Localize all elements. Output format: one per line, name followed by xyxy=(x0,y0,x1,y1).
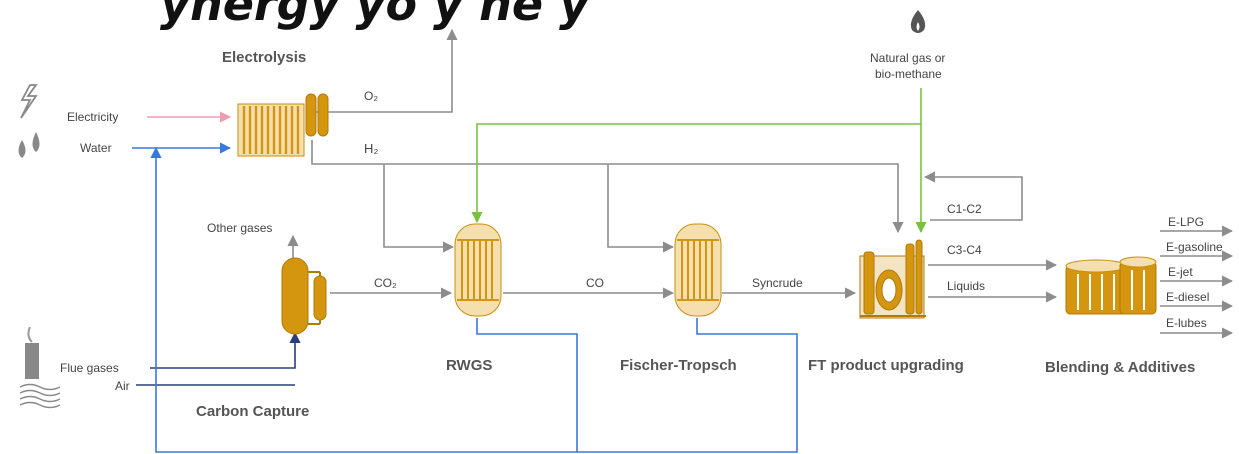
ft-upgrading-label: FT product upgrading xyxy=(808,357,964,374)
product-label: E-LPG xyxy=(1168,215,1204,229)
water-drops-icon xyxy=(18,132,40,158)
o2-flow xyxy=(308,28,458,113)
ft-upgrading-unit xyxy=(859,239,926,319)
air-label: Air xyxy=(115,379,130,393)
fischer-tropsch-label: Fischer-Tropsch xyxy=(620,357,737,374)
h2-label: H₂ xyxy=(364,141,378,156)
electrolyzer-unit xyxy=(237,93,329,157)
flue-gases-label: Flue gases xyxy=(60,361,119,375)
rwgs-label: RWGS xyxy=(446,357,492,374)
h2-to-ft xyxy=(607,164,675,253)
blending-tanks xyxy=(1065,256,1157,315)
co2-label: CO₂ xyxy=(374,276,397,290)
electrolysis-label: Electrolysis xyxy=(222,49,306,66)
c3c4-label: C3-C4 xyxy=(947,243,982,257)
electricity-label: Electricity xyxy=(67,110,118,124)
water-recycle-rwgs xyxy=(150,146,578,453)
other-gases-label: Other gases xyxy=(207,221,272,235)
natural-gas-to-rwgs xyxy=(471,123,921,224)
liquids-label: Liquids xyxy=(947,279,985,293)
natural-gas-label-line1: Natural gas or xyxy=(870,51,945,65)
product-label: E-gasoline xyxy=(1166,240,1223,254)
co-label: CO xyxy=(586,276,604,290)
rwgs-reactor xyxy=(454,223,502,317)
h2-to-rwgs xyxy=(383,164,455,253)
carbon-capture-label: Carbon Capture xyxy=(196,403,309,420)
o2-label: O₂ xyxy=(364,89,378,103)
product-label: E-diesel xyxy=(1166,290,1209,304)
flue-gases-flow xyxy=(150,331,301,369)
h2-flow xyxy=(311,140,904,234)
water-recycle-ft xyxy=(577,318,798,453)
lightning-icon xyxy=(20,84,38,119)
carbon-capture-unit xyxy=(281,257,327,335)
title-fragment: ynergy yo y ne y xyxy=(160,0,591,31)
product-label: E-jet xyxy=(1168,265,1193,279)
ft-reactor xyxy=(674,223,722,317)
natural-gas-label-line2: bio-methane xyxy=(875,67,942,81)
flame-icon xyxy=(910,10,926,33)
water-label: Water xyxy=(80,141,112,155)
product-label: E-lubes xyxy=(1166,316,1207,330)
syncrude-label: Syncrude xyxy=(752,276,803,290)
c1c2-label: C1-C2 xyxy=(947,202,982,216)
blending-label: Blending & Additives xyxy=(1045,359,1195,376)
c1c2-recycle xyxy=(923,171,1023,221)
chimney-icon xyxy=(19,326,61,409)
products-list: E-LPG E-gasoline E-jet E-diesel E-lubes xyxy=(1160,215,1234,339)
